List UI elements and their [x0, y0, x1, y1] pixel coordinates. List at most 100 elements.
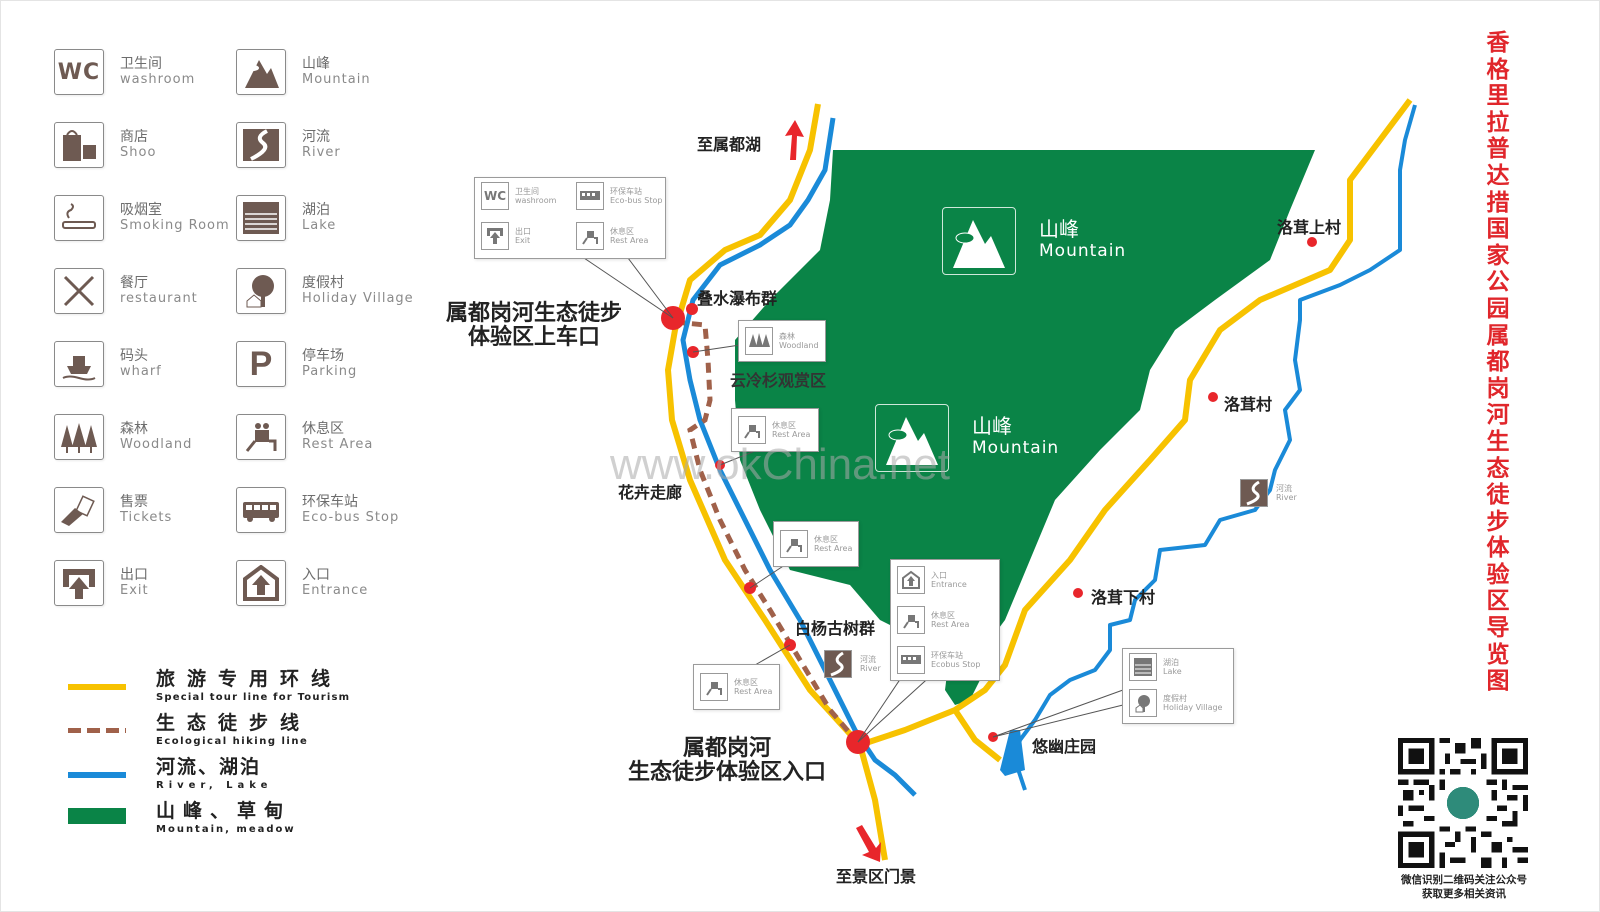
tour-line-swatch — [68, 684, 126, 690]
tickets-icon — [54, 487, 104, 533]
mountain-label-1: 山峰 Mountain — [1039, 218, 1126, 262]
river-icon — [1240, 479, 1268, 507]
arrow-north-icon — [785, 120, 804, 160]
legend-label-en: washroom — [120, 72, 196, 87]
rest-area-icon — [738, 416, 766, 444]
label-upper-village: 洛茸上村 — [1277, 218, 1342, 237]
legend-label-en: wharf — [120, 364, 162, 379]
label-poplar-trees: 白杨古树群 — [795, 619, 876, 638]
legend-line-cn: 旅游专用环线 — [156, 668, 343, 690]
mountain-label-en: Mountain — [1039, 241, 1127, 261]
entrance-icon — [897, 566, 925, 594]
lake — [1000, 730, 1025, 776]
legend-label-cn: 码头 — [120, 348, 148, 364]
washroom-icon: WC — [54, 49, 104, 95]
river-west — [680, 117, 917, 797]
label-manor: 悠幽庄园 — [1032, 737, 1097, 756]
label-to-lake: 至属都湖 — [697, 135, 762, 154]
river-east — [1013, 104, 1417, 791]
qr-caption: 微信识别二维码关注公众号 获取更多相关资讯 — [1385, 873, 1543, 901]
label-to-gate: 至景区门景 — [836, 867, 917, 886]
poi-waterfall — [686, 303, 698, 315]
restaurant-icon — [54, 268, 104, 314]
poi-village — [1208, 392, 1218, 402]
holiday-village-icon — [1129, 689, 1157, 717]
qr-caption-line-1: 微信识别二维码关注公众号 — [1401, 874, 1527, 886]
mountain-label-2: 山峰 Mountain — [972, 415, 1059, 459]
legend-label-cn: 吸烟室 — [120, 202, 162, 218]
arrow-south-icon — [856, 825, 881, 862]
hiking-line-swatch — [68, 728, 126, 733]
legend-line-cn: 河流、湖泊 — [156, 756, 262, 778]
qr-code-icon[interactable] — [1398, 738, 1528, 868]
legend-label-en: Eco-bus Stop — [302, 510, 400, 525]
river-icon — [236, 122, 286, 168]
poi-upper-village — [1307, 237, 1317, 247]
rest-area-icon — [780, 530, 808, 558]
lake-icon — [236, 195, 286, 241]
mountain-label-en: Mountain — [972, 438, 1060, 458]
legend-label-en: Parking — [302, 364, 358, 379]
mountain-label-cn: 山峰 — [1039, 217, 1079, 241]
label-village: 洛茸村 — [1224, 395, 1273, 414]
label-upper-stop: 属都岗河生态徒步 体验区上车口 — [446, 301, 623, 350]
eco-bus-stop-icon — [236, 487, 286, 533]
tour-line-east — [859, 98, 1413, 748]
exit-icon — [481, 222, 509, 250]
mountain-icon — [236, 49, 286, 95]
legend-label-en: Mountain — [302, 72, 371, 87]
label-entrance: 属都岗河 生态徒步体验区入口 — [628, 736, 827, 785]
rest-area-icon — [897, 606, 925, 634]
legend-label-en: Entrance — [302, 583, 369, 598]
woodland-icon — [745, 327, 773, 355]
exit-icon — [54, 560, 104, 606]
legend-label-cn: 山峰 — [302, 56, 330, 72]
rest-area-icon — [700, 673, 728, 701]
legend-label-en: River — [302, 145, 341, 160]
legend-label-en: restaurant — [120, 291, 198, 306]
eco-bus-stop-icon — [576, 182, 604, 210]
entrance-icon — [236, 560, 286, 606]
legend-label-cn: 河流 — [302, 129, 330, 145]
legend-line-cn: 生态徒步线 — [156, 712, 312, 734]
legend-label-cn: 卫生间 — [120, 56, 162, 72]
smoking-room-icon — [54, 195, 104, 241]
woodland-icon — [54, 414, 104, 460]
rest-area-icon — [576, 222, 604, 250]
wharf-icon — [54, 341, 104, 387]
river-icon — [824, 650, 852, 678]
poi-lower-village — [1073, 588, 1083, 598]
legend-label-cn: 休息区 — [302, 421, 344, 437]
legend-label-cn: 入口 — [302, 567, 330, 583]
